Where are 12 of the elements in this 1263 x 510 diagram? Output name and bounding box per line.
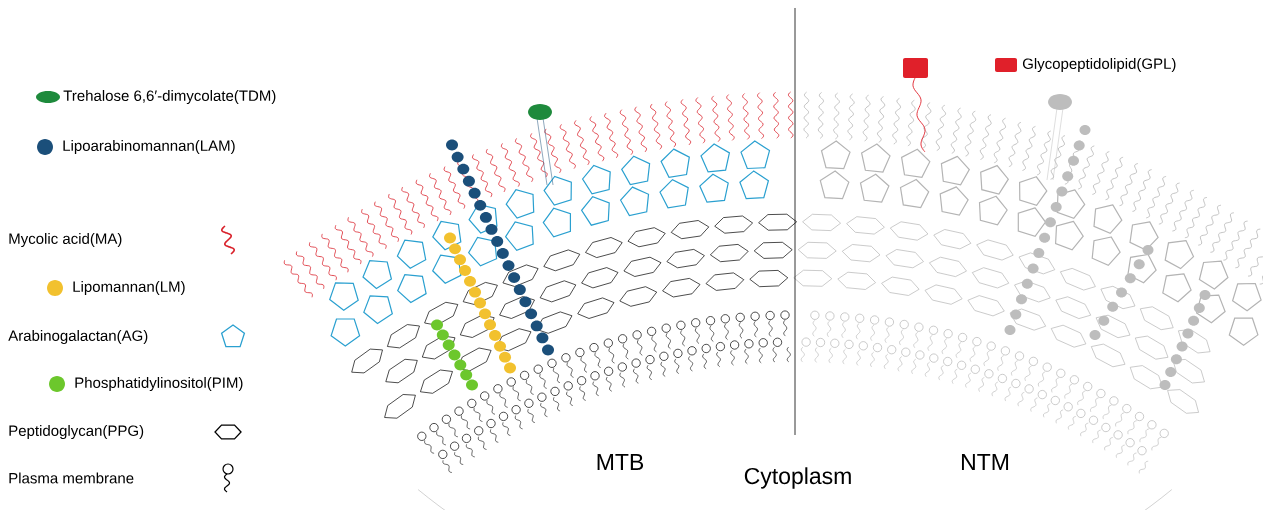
legend-text: Plasma membrane [9,472,134,484]
legend-text: Phosphatidylinositol(PIM) [75,377,243,391]
legend-text: Peptidoglycan(PPG) [9,425,144,439]
legend-text: Lipoarabinomannan(LAM) [63,140,235,154]
region-label: MTB [597,454,644,470]
legend-text: Glycopeptidolipid(GPL) [1022,58,1176,72]
region-label: NTM [962,454,1009,470]
legend-text: Lipomannan(LM) [73,281,185,295]
legend-text: Trehalose 6,6′-dimycolate(TDM) [63,90,276,104]
region-label: Cytoplasm [744,467,851,489]
legend-text: Arabinogalactan(AG) [8,330,148,344]
legend-text: Mycolic acid(MA) [9,233,122,247]
